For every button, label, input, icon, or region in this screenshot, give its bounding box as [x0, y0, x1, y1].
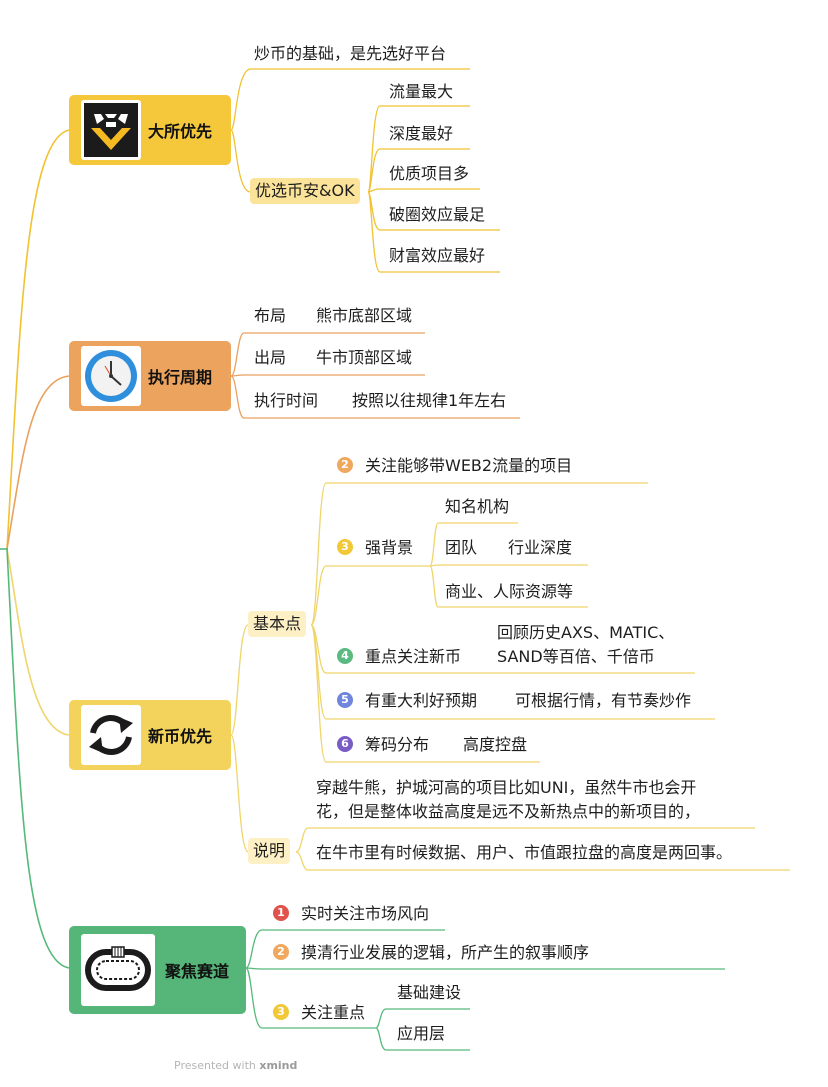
node-major-catalyst[interactable]: 有重大利好预期 [365, 691, 478, 710]
node-exit[interactable]: 出局 [254, 348, 287, 367]
refresh-arrows-icon [81, 705, 141, 765]
node-strong-background[interactable]: 强背景 [365, 538, 414, 557]
badge-3: 3 [337, 539, 353, 555]
node-focus-new-coins[interactable]: 重点关注新币 [365, 647, 462, 666]
badge-5: 5 [337, 692, 353, 708]
node-bear-bottom[interactable]: 熊市底部区域 [316, 306, 413, 325]
footer-brand: xmind [259, 1059, 298, 1072]
node-item-5[interactable]: 财富效应最好 [389, 246, 486, 265]
badge-c3: 3 [273, 1004, 289, 1020]
node-layout[interactable]: 布局 [254, 306, 287, 325]
badge-c2: 2 [273, 944, 289, 960]
node-infrastructure[interactable]: 基础建设 [397, 983, 462, 1002]
clock-icon [81, 346, 141, 406]
topic-label: 执行周期 [148, 368, 213, 387]
footer-watermark: Presented with xmind [174, 1059, 297, 1072]
node-exec-time[interactable]: 执行时间 [254, 391, 319, 410]
badge-6: 6 [337, 736, 353, 752]
node-basic-points[interactable]: 基本点 [248, 611, 307, 637]
node-web2-traffic[interactable]: 关注能够带WEB2流量的项目 [365, 456, 573, 475]
node-prefer-binance-ok[interactable]: 优选币安&OK [250, 178, 360, 204]
node-history-axs[interactable]: 回顾历史AXS、MATIC、 [497, 623, 675, 642]
topic-cycle[interactable]: 执行周期 [69, 341, 231, 411]
node-note-line-3[interactable]: 在牛市里有时候数据、用户、市值跟拉盘的高度是两回事。 [316, 843, 733, 862]
node-platform-basis[interactable]: 炒币的基础，是先选好平台 [254, 44, 447, 63]
node-application-layer[interactable]: 应用层 [397, 1024, 446, 1043]
link-root-b2 [6, 375, 70, 550]
topic-big-exchange[interactable]: 大所优先 [69, 95, 231, 165]
topic-label: 新币优先 [148, 727, 213, 746]
badge-2: 2 [337, 457, 353, 473]
race-track-icon [81, 934, 155, 1006]
node-industry-logic[interactable]: 摸清行业发展的逻辑，所产生的叙事顺序 [301, 943, 590, 962]
node-bull-top[interactable]: 牛市顶部区域 [316, 348, 413, 367]
node-note[interactable]: 说明 [248, 838, 291, 864]
node-item-3[interactable]: 优质项目多 [389, 164, 470, 183]
node-one-year[interactable]: 按照以往规律1年左右 [352, 391, 507, 410]
node-market-trend[interactable]: 实时关注市场风向 [301, 904, 430, 923]
node-item-4[interactable]: 破圈效应最足 [389, 205, 486, 224]
link-root-b3 [6, 548, 70, 736]
node-key-focus[interactable]: 关注重点 [301, 1003, 366, 1022]
badge-c1: 1 [273, 905, 289, 921]
link-root-b1 [6, 129, 70, 550]
node-note-line-1[interactable]: 穿越牛熊，护城河高的项目比如UNI，虽然牛市也会开 [316, 778, 697, 797]
node-business-resources[interactable]: 商业、人际资源等 [445, 582, 574, 601]
node-team[interactable]: 团队 [445, 538, 478, 557]
node-history-sand[interactable]: SAND等百倍、千倍币 [497, 647, 655, 666]
node-note-line-2[interactable]: 花，但是整体收益高度是远不及新热点中的新项目的， [316, 802, 701, 821]
topic-label: 聚焦赛道 [165, 962, 230, 981]
badge-4: 4 [337, 648, 353, 664]
link-root-b4 [6, 548, 70, 969]
exchange-logo-icon [81, 100, 141, 160]
node-item-1[interactable]: 流量最大 [389, 82, 454, 101]
topic-label: 大所优先 [148, 122, 213, 141]
footer-prefix: Presented with [174, 1059, 256, 1072]
node-industry-depth[interactable]: 行业深度 [508, 538, 573, 557]
node-rhythm-trading[interactable]: 可根据行情，有节奏炒作 [515, 691, 692, 710]
node-chip-distribution[interactable]: 筹码分布 [365, 735, 430, 754]
topic-focus-track[interactable]: 聚焦赛道 [69, 926, 246, 1014]
topic-new-coin[interactable]: 新币优先 [69, 700, 231, 770]
node-high-control[interactable]: 高度控盘 [463, 735, 528, 754]
node-item-2[interactable]: 深度最好 [389, 124, 454, 143]
node-famous-institutions[interactable]: 知名机构 [445, 497, 510, 516]
